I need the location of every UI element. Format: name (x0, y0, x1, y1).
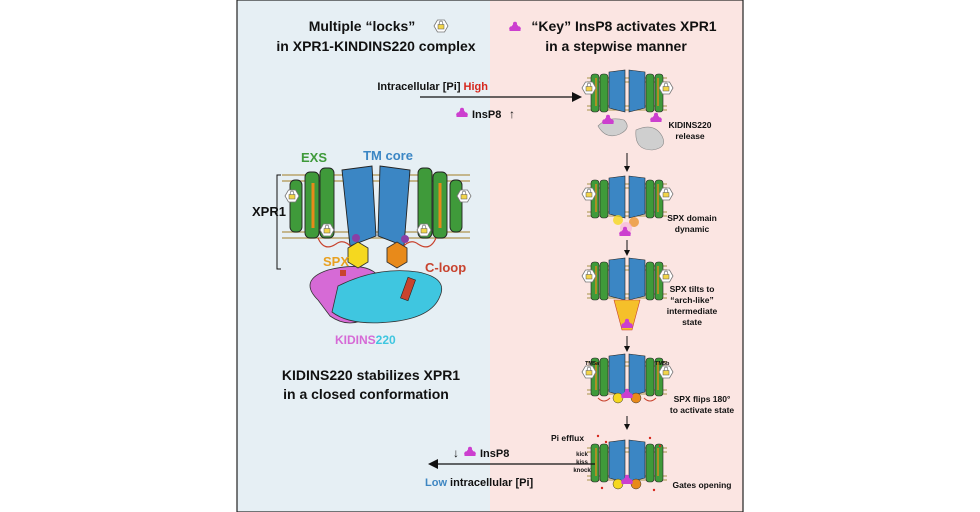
kidins220-label: KIDINS220 (335, 333, 396, 347)
step-arrow-head-2 (624, 250, 630, 256)
tm5b-label: TM5b (655, 361, 670, 367)
up-arrow-icon: ↑ (509, 107, 515, 121)
figure-border (236, 0, 744, 512)
left-title-line2: in XPR1-KINDINS220 complex (276, 38, 475, 54)
step-structure-1 (581, 69, 674, 151)
insp8-label-top: InsP8 (472, 109, 501, 121)
step3-label-line2: “arch-like” (670, 295, 713, 305)
tm5a-label: TM5a (585, 361, 600, 367)
step3-label-line3: intermediate (667, 306, 718, 316)
step-arrow-head-1 (624, 166, 630, 172)
insp8-site-left (352, 234, 360, 242)
step-structure-4 (581, 353, 674, 404)
intracellular-label: Intracellular [Pi] (377, 81, 463, 93)
xpr1-label: XPR1 (252, 204, 286, 219)
spx-domain-left (347, 241, 369, 269)
right-title-line1: “Key” InsP8 activates XPR1 (531, 18, 716, 34)
step5-label: Gates opening (672, 480, 731, 490)
step2-label-line1: SPX domain (667, 213, 717, 223)
lock-icon (319, 223, 335, 237)
step3-label-line1: SPX tilts to (670, 284, 715, 294)
exs-helix-3 (289, 179, 303, 233)
step4-label-line2: to activate state (670, 405, 735, 415)
step-structure-3 (581, 257, 674, 331)
low-intracellular-label: intracellular [Pi] (447, 477, 534, 489)
exs-label: EXS (301, 150, 327, 165)
step2-label-line2: dynamic (675, 224, 710, 234)
spx-domain-right (386, 241, 408, 269)
left-caption-line2: in a closed conformation (283, 386, 449, 402)
step-structure-2 (581, 175, 674, 236)
kidins-label-part2: 220 (376, 333, 396, 347)
kiss-label: kiss (576, 460, 588, 466)
exs-helix-6 (449, 179, 463, 233)
step-arrow-head-3 (624, 346, 630, 352)
insp8-label-bottom: InsP8 (480, 448, 509, 460)
step-arrow-head-4 (624, 424, 630, 430)
bottom-arrow-label: Low intracellular [Pi] (425, 477, 534, 489)
step3-label-line4: state (682, 317, 702, 327)
step4-label-line1: SPX flips 180° (674, 394, 731, 404)
high-label: High (464, 81, 489, 93)
insp8-site-right (401, 235, 409, 243)
tm-core-right (377, 165, 411, 247)
bottom-arrow-head (428, 459, 438, 469)
lock-icon (456, 189, 472, 203)
c-loop-label: C-loop (425, 260, 466, 275)
tm-core-left (341, 165, 377, 247)
step1-label-line2: release (675, 131, 705, 141)
step1-label-line1: KIDINS220 (669, 120, 712, 130)
lock-icon (433, 19, 449, 33)
c-loop-dot (340, 270, 346, 276)
knock-label: knock (573, 468, 591, 474)
left-caption-line1: KIDINS220 stabilizes XPR1 (282, 367, 460, 383)
exs-helix-4 (417, 167, 433, 239)
tm-core-label: TM core (363, 148, 413, 163)
step-structure-5 (586, 434, 668, 492)
right-title-line2: in a stepwise manner (545, 38, 687, 54)
pi-efflux-label: Pi efflux (551, 433, 584, 443)
xpr1-complex-diagram (282, 165, 472, 324)
spx-label: SPX (323, 254, 349, 269)
down-arrow-icon: ↓ (453, 446, 459, 460)
low-label: Low (425, 477, 447, 489)
lock-icon (416, 223, 432, 237)
kidins-label-part1: KIDINS (335, 333, 376, 347)
left-title-line1: Multiple “locks” (309, 18, 416, 34)
top-arrow-head (572, 92, 582, 102)
top-arrow-label: Intracellular [Pi] High (377, 81, 488, 93)
kick-label: kick (576, 452, 588, 458)
exs-helix-2 (319, 167, 335, 239)
c-loop-bar (400, 276, 416, 302)
xpr1-bracket (276, 174, 281, 270)
lock-icon (284, 189, 300, 203)
